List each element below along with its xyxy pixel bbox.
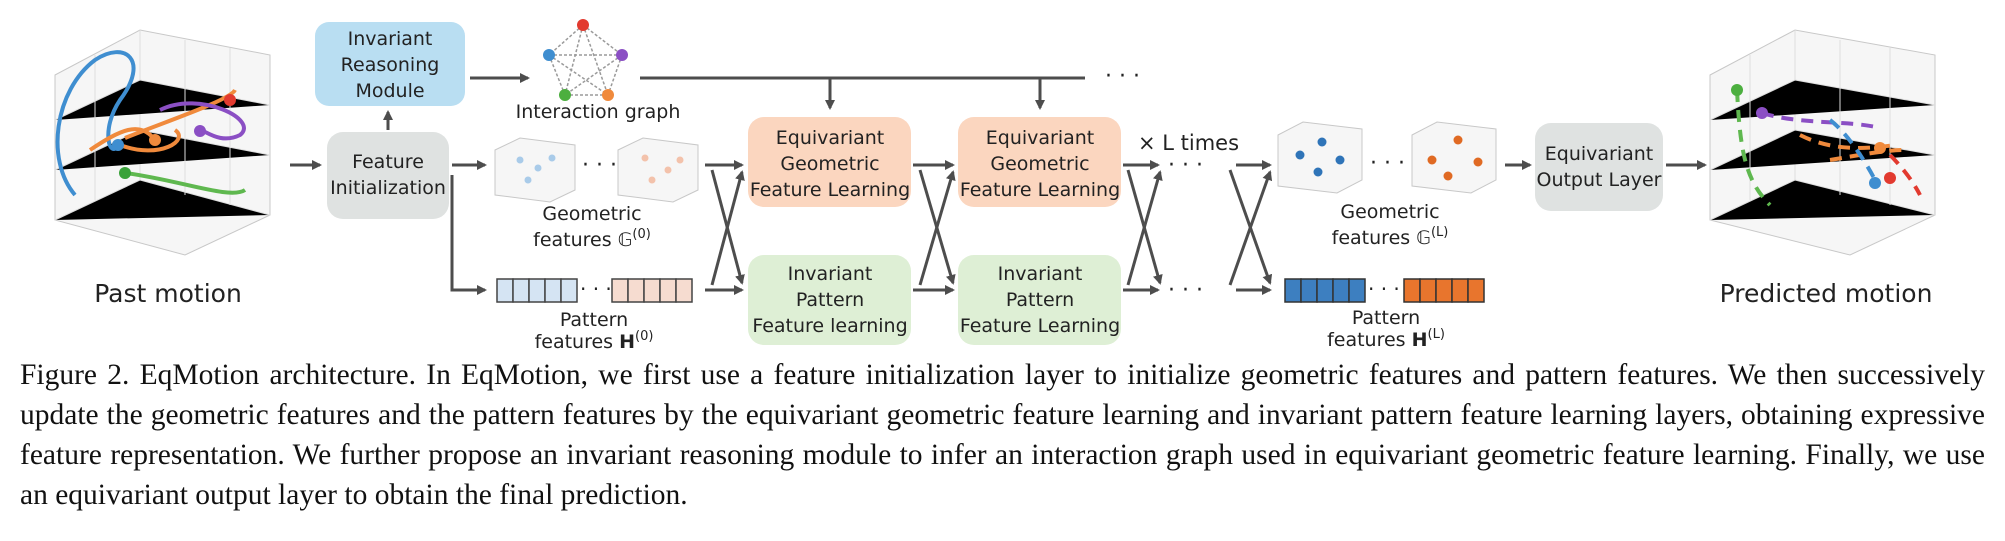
geometric-features-L: · · ·	[1277, 121, 1497, 194]
pattern-features-L-line2: features H(L)	[1327, 327, 1445, 351]
figure-caption: Figure 2. EqMotion architecture. In EqMo…	[20, 359, 1985, 511]
ipfl1-label-1: Invariant	[788, 263, 873, 285]
pattern-features-0-line1: Pattern	[560, 309, 628, 331]
graph-broadcast-ellipsis: · · ·	[1105, 64, 1140, 89]
past-motion-label: Past motion	[94, 279, 242, 308]
svg-text:· · ·: · · ·	[582, 153, 617, 178]
geometric-features-0-line1: Geometric	[542, 203, 641, 225]
arrow-cross-4b	[1228, 170, 1273, 286]
ipfl2-label-1: Invariant	[998, 263, 1083, 285]
pattern-features-0: · · ·	[496, 277, 693, 303]
predicted-motion-label: Predicted motion	[1720, 279, 1933, 308]
geometric-features-0: · · ·	[494, 137, 699, 203]
geometric-features-0-line2: features 𝔾(0)	[533, 227, 651, 251]
arrow-cross-1b	[710, 169, 745, 285]
feature-init-label-1: Feature	[352, 151, 424, 173]
architecture-diagram: Past motion Feature Initialization Invar…	[54, 19, 1936, 353]
output-layer-label-2: Output Layer	[1536, 169, 1661, 191]
geometric-features-L-line2: features 𝔾(L)	[1332, 225, 1449, 249]
pattern-features-0-line2: features H(0)	[535, 329, 654, 353]
ipfl1-label-3: Feature learning	[752, 315, 907, 337]
geometric-features-L-line1: Geometric	[1340, 201, 1439, 223]
ellipsis-top: · · ·	[1168, 153, 1203, 178]
invariant-reasoning-label-3: Module	[355, 80, 424, 102]
branch-to-pattern	[450, 175, 487, 295]
arrow-cross-3b	[1126, 169, 1163, 285]
ipfl2-label-2: Pattern	[1006, 289, 1074, 311]
egfl1-label-3: Feature Learning	[750, 179, 910, 201]
egfl1-label-1: Equivariant	[776, 127, 885, 149]
invariant-reasoning-label-1: Invariant	[348, 28, 433, 50]
arrow-cross-2b	[918, 169, 956, 285]
predicted-motion-plot	[1709, 29, 1936, 256]
feature-init-label-2: Initialization	[330, 177, 446, 199]
ipfl2-label-3: Feature Learning	[960, 315, 1120, 337]
pattern-features-L: · · ·	[1284, 277, 1485, 303]
egfl-box-2	[958, 117, 1121, 207]
feature-init-box	[327, 132, 449, 219]
egfl2-label-1: Equivariant	[986, 127, 1095, 149]
ipfl1-label-2: Pattern	[796, 289, 864, 311]
svg-text:· · ·: · · ·	[1370, 151, 1405, 176]
egfl1-label-2: Geometric	[780, 153, 879, 175]
output-layer-label-1: Equivariant	[1545, 143, 1654, 165]
egfl2-label-2: Geometric	[990, 153, 1089, 175]
ipfl-box-2	[958, 255, 1121, 345]
ipfl-box-1	[748, 255, 911, 345]
interaction-graph-icon	[543, 19, 628, 101]
interaction-graph-label: Interaction graph	[516, 101, 681, 123]
ellipsis-bottom: · · ·	[1168, 278, 1203, 303]
pattern-features-L-line1: Pattern	[1352, 307, 1420, 329]
svg-text:· · ·: · · ·	[580, 277, 612, 301]
egfl-box-1	[748, 117, 911, 207]
invariant-reasoning-box	[315, 22, 465, 106]
invariant-reasoning-label-2: Reasoning	[341, 54, 440, 76]
output-layer-box	[1535, 123, 1663, 211]
past-motion-plot	[54, 29, 271, 256]
egfl2-label-3: Feature Learning	[960, 179, 1120, 201]
l-times-label: × L times	[1138, 131, 1239, 155]
svg-text:· · ·: · · ·	[1368, 277, 1400, 301]
